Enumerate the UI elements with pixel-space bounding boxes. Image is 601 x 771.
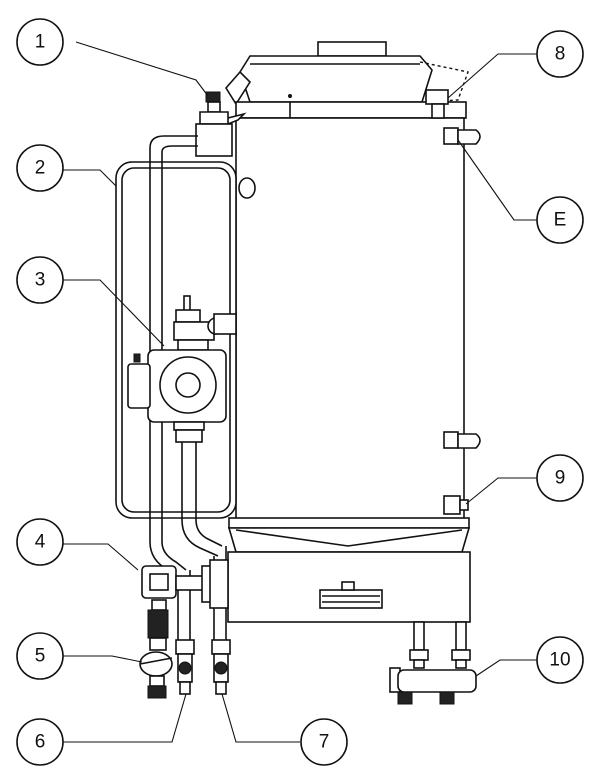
callout-label: E [554, 210, 567, 231]
tank-lid [225, 41, 469, 119]
tank-base [227, 527, 471, 623]
circulation-pump [127, 295, 237, 443]
callout-label: 7 [319, 732, 330, 753]
callout-3: 3 [16, 256, 64, 304]
callout-6: 6 [16, 718, 64, 766]
callout-label: 6 [35, 732, 46, 753]
callout-label: 2 [35, 158, 46, 179]
drain-valve [139, 599, 173, 699]
callout-label: 9 [555, 468, 566, 489]
callout-8: 8 [536, 30, 584, 78]
temperature-fitting [443, 495, 469, 515]
top-valve [195, 91, 247, 157]
outlet-valve [211, 639, 231, 695]
callout-2: 2 [16, 144, 64, 192]
callout-7: 7 [300, 718, 348, 766]
callout-10: 10 [536, 636, 584, 684]
callout-label: 4 [35, 532, 46, 553]
callout-4: 4 [16, 518, 64, 566]
callout-1: 1 [16, 18, 64, 66]
gas-manifold [389, 621, 477, 705]
callout-label: 8 [555, 44, 566, 65]
leader-lines [62, 41, 538, 743]
sensor-fitting-top [425, 89, 449, 119]
callout-5: 5 [16, 632, 64, 680]
callout-E: E [536, 196, 584, 244]
callout-9: 9 [536, 454, 584, 502]
callout-label: 10 [549, 650, 570, 671]
side-valve [141, 559, 229, 609]
upper-elbow [443, 127, 481, 145]
callout-label: 3 [35, 270, 46, 291]
lower-elbow [443, 431, 481, 449]
callout-label: 5 [35, 646, 46, 667]
callout-label: 1 [35, 32, 46, 53]
inlet-valve [175, 639, 195, 695]
tank-body [228, 117, 470, 529]
